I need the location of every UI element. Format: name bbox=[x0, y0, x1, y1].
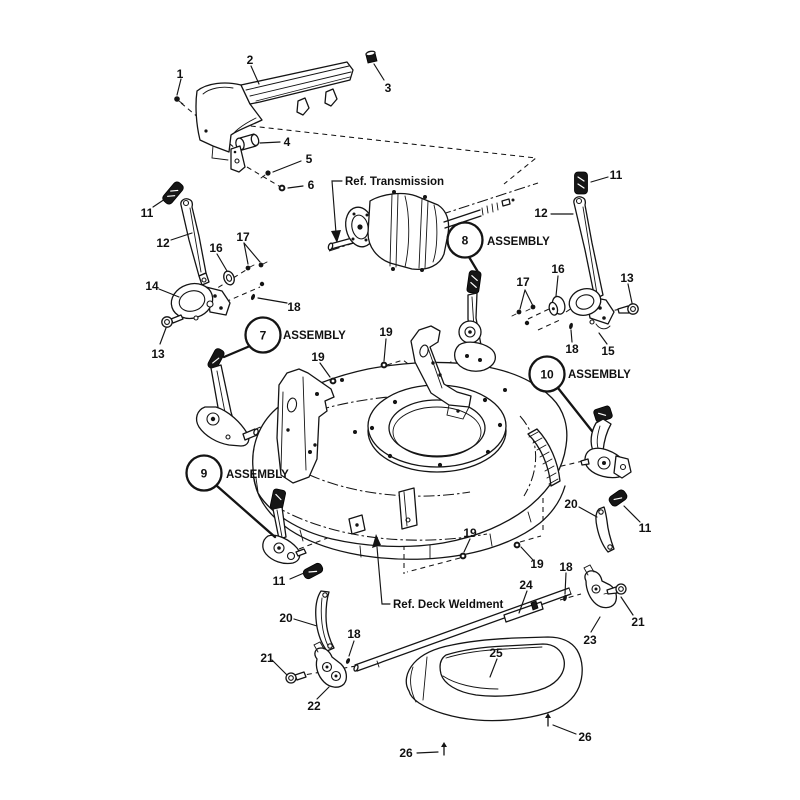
part-3-cap-nut bbox=[365, 50, 378, 64]
bottom-left-group bbox=[285, 562, 351, 688]
part-19-nuts bbox=[329, 361, 521, 560]
part-label-12: 12 bbox=[534, 206, 548, 220]
part-13-bolt bbox=[617, 303, 639, 315]
assembly-callout-8: 8 ASSEMBLY bbox=[446, 221, 550, 274]
part-label-19: 19 bbox=[530, 557, 544, 571]
part-18-pin bbox=[345, 658, 351, 664]
part-label-17: 17 bbox=[236, 230, 250, 244]
part-11-grip bbox=[302, 562, 324, 580]
assembly-10-number: 10 bbox=[540, 368, 554, 382]
part-label-26: 26 bbox=[399, 746, 413, 760]
part-label-23: 23 bbox=[583, 633, 597, 647]
part-label-26: 26 bbox=[578, 730, 592, 744]
part-label-17: 17 bbox=[516, 275, 530, 289]
ref-transmission-label: Ref. Transmission bbox=[345, 176, 444, 188]
part-11-grip bbox=[574, 171, 588, 195]
lever-assembly-9 bbox=[262, 488, 307, 565]
part-label-13: 13 bbox=[620, 271, 634, 285]
part-label-16: 16 bbox=[209, 241, 223, 255]
part-label-24: 24 bbox=[519, 578, 533, 592]
assembly-7-number: 7 bbox=[260, 329, 267, 343]
part-16-bushing bbox=[223, 270, 235, 286]
part-12-lever bbox=[573, 196, 604, 300]
part-label-4: 4 bbox=[284, 135, 291, 149]
part-label-11: 11 bbox=[141, 206, 154, 220]
part-label-19: 19 bbox=[463, 526, 477, 540]
bottom-right-group bbox=[563, 564, 627, 609]
part-label-1: 1 bbox=[177, 67, 184, 81]
assembly-callout-10: 10 ASSEMBLY bbox=[528, 355, 631, 433]
assembly-8-number: 8 bbox=[462, 234, 469, 248]
right-handle-group bbox=[511, 171, 639, 330]
part-13-bolt bbox=[161, 314, 184, 328]
part-label-18: 18 bbox=[559, 560, 573, 574]
part-label-21: 21 bbox=[631, 615, 645, 629]
part-12-lever bbox=[180, 198, 207, 277]
part-17-screws bbox=[511, 304, 536, 326]
part-label-11: 11 bbox=[273, 574, 286, 588]
deck-left-gusset bbox=[276, 368, 335, 484]
part-label-19: 19 bbox=[379, 325, 393, 339]
part-label-18: 18 bbox=[287, 300, 301, 314]
assembly-9-number: 9 bbox=[201, 467, 208, 481]
ref-deck-weldment: Ref. Deck Weldment bbox=[372, 534, 504, 611]
part-18-pin bbox=[563, 594, 567, 602]
part-label-13: 13 bbox=[151, 347, 165, 361]
part-label-18: 18 bbox=[565, 342, 579, 356]
right-link-group bbox=[595, 489, 628, 553]
part-20-link bbox=[315, 590, 335, 652]
part-label-11: 11 bbox=[639, 521, 652, 535]
part-25-rear-skirt bbox=[405, 636, 583, 722]
part-2-discharge-baffle bbox=[195, 61, 354, 161]
part-11-grip bbox=[608, 489, 628, 507]
part-label-15: 15 bbox=[601, 344, 615, 358]
part-1-screw bbox=[174, 96, 184, 105]
part-label-5: 5 bbox=[306, 152, 313, 166]
lever-assembly-10 bbox=[580, 405, 632, 479]
assembly-7-label: ASSEMBLY bbox=[283, 330, 346, 342]
part-17-screws bbox=[245, 261, 268, 287]
assembly-callout-9: 9 ASSEMBLY bbox=[185, 454, 289, 539]
ref-deck-weldment-label: Ref. Deck Weldment bbox=[393, 599, 504, 611]
part-label-14: 14 bbox=[145, 279, 159, 293]
part-label-6: 6 bbox=[308, 178, 315, 192]
part-5-screw bbox=[260, 170, 271, 179]
part-label-22: 22 bbox=[307, 699, 321, 713]
left-handle-group bbox=[161, 181, 268, 328]
ref-transmission: Ref. Transmission bbox=[331, 176, 444, 243]
assembly-callout-7: 7 ASSEMBLY bbox=[222, 316, 346, 359]
part-4-roller-bracket bbox=[230, 133, 260, 173]
part-label-25: 25 bbox=[489, 646, 503, 660]
part-26-screws bbox=[441, 713, 551, 756]
part-label-21: 21 bbox=[260, 651, 274, 665]
transmission bbox=[327, 182, 539, 272]
part-label-18: 18 bbox=[347, 627, 361, 641]
assembly-10-label: ASSEMBLY bbox=[568, 369, 631, 381]
part-label-19: 19 bbox=[311, 350, 325, 364]
part-20-link bbox=[595, 506, 615, 553]
part-16-bushing bbox=[548, 295, 566, 316]
part-label-12: 12 bbox=[156, 236, 170, 250]
part-label-3: 3 bbox=[385, 81, 392, 95]
lever-assembly-7 bbox=[195, 348, 259, 447]
lever-assembly-8 bbox=[453, 270, 497, 372]
part-label-16: 16 bbox=[551, 262, 565, 276]
part-6-flange-nut bbox=[278, 184, 286, 192]
part-21-bolt bbox=[606, 583, 627, 595]
part-18-pin bbox=[569, 322, 573, 330]
part-21-bolt bbox=[285, 671, 307, 684]
part-18-pin bbox=[250, 293, 256, 301]
part-label-2: 2 bbox=[247, 53, 254, 67]
assembly-9-label: ASSEMBLY bbox=[226, 469, 289, 481]
part-labels: 1 2 3 4 5 6 11 12 14 16 17 18 13 19 19 1… bbox=[141, 53, 652, 760]
deck-weldment bbox=[252, 325, 568, 560]
deck-front-bracket bbox=[398, 487, 418, 530]
part-label-20: 20 bbox=[564, 497, 578, 511]
assembly-8-label: ASSEMBLY bbox=[487, 236, 550, 248]
part-label-11: 11 bbox=[610, 168, 623, 182]
part-24-rod bbox=[353, 587, 572, 672]
part-11-grip bbox=[162, 181, 184, 205]
part-label-20: 20 bbox=[279, 611, 293, 625]
